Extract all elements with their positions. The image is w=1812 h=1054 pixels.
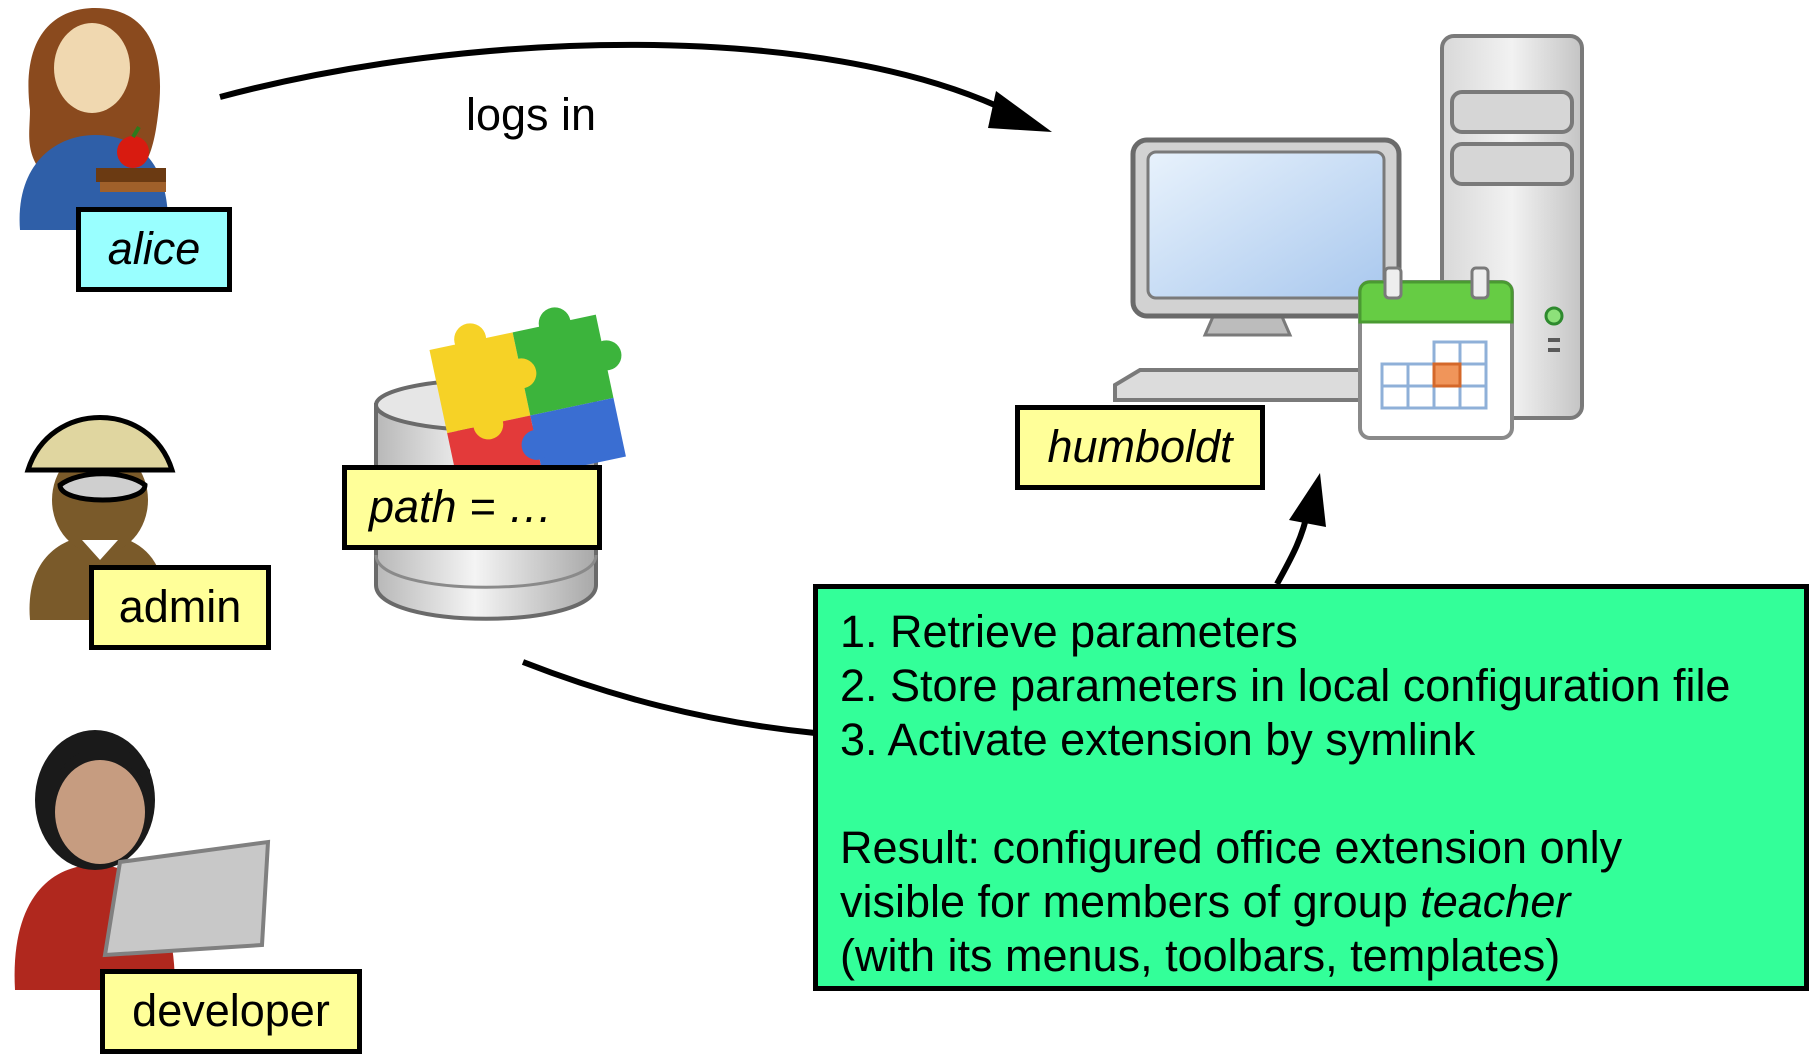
- computer-icon: [1113, 34, 1584, 420]
- calendar-icon: [1358, 266, 1514, 440]
- activate-arrow: [1274, 473, 1326, 586]
- result-line-2: visible for members of group teacher: [840, 875, 1784, 929]
- step-2: 2. Store parameters in local configurati…: [840, 660, 1731, 711]
- user-label-alice: alice: [76, 207, 232, 292]
- admin-user-icon: [24, 415, 176, 620]
- puzzle-extension-icon: [429, 307, 626, 492]
- step-3: 3. Activate extension by symlink: [840, 714, 1476, 765]
- process-steps-box: 1. Retrieve parameters 2. Store paramete…: [813, 584, 1809, 991]
- user-label-admin: admin: [89, 565, 271, 650]
- computer-label-humboldt: humboldt: [1015, 405, 1265, 490]
- developer-user-icon: [14, 730, 271, 990]
- group-name: teacher: [1420, 876, 1571, 927]
- teacher-user-icon: [19, 8, 169, 230]
- result-line-1: Result: configured office extension only: [840, 822, 1623, 873]
- logs-in-label: logs in: [466, 89, 597, 140]
- login-arrow: [219, 41, 1052, 132]
- retrieve-arrow: [521, 659, 816, 736]
- step-1: 1. Retrieve parameters: [840, 606, 1298, 657]
- result-line-2-prefix: visible for members of group: [840, 876, 1421, 927]
- result-line-3: (with its menus, toolbars, templates): [840, 930, 1561, 981]
- user-label-developer: developer: [100, 969, 362, 1054]
- database-path-label: path = …: [342, 465, 602, 550]
- spacer: [840, 767, 1784, 821]
